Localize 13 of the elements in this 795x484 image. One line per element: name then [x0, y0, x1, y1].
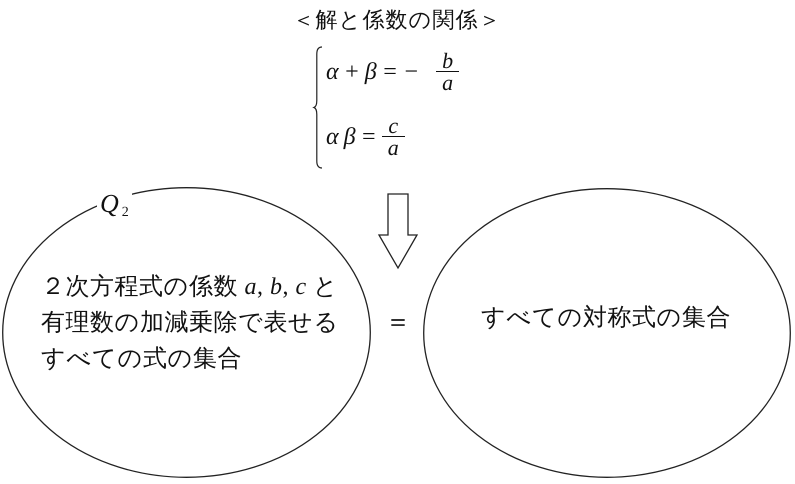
fraction-denominator: a [386, 137, 400, 159]
fraction-denominator: a [441, 72, 454, 94]
equals-sign: ＝ [385, 308, 411, 336]
math-expression: αβ= [326, 123, 382, 151]
fraction-numerator: c [382, 115, 405, 137]
set-description: ２次方程式の係数 a, b, c と有理数の加減乗除で表せるすべての式の集合 [41, 272, 340, 374]
fraction-numerator: b [436, 50, 460, 72]
set-ellipse [2, 187, 371, 478]
block-arrow [378, 193, 418, 270]
diagram-title: ＜解と係数の関係＞ [292, 6, 502, 34]
set-ellipse [423, 188, 791, 478]
set-description: すべての対称式の集合 [481, 304, 731, 333]
math-expression: α+β=− [326, 58, 424, 86]
